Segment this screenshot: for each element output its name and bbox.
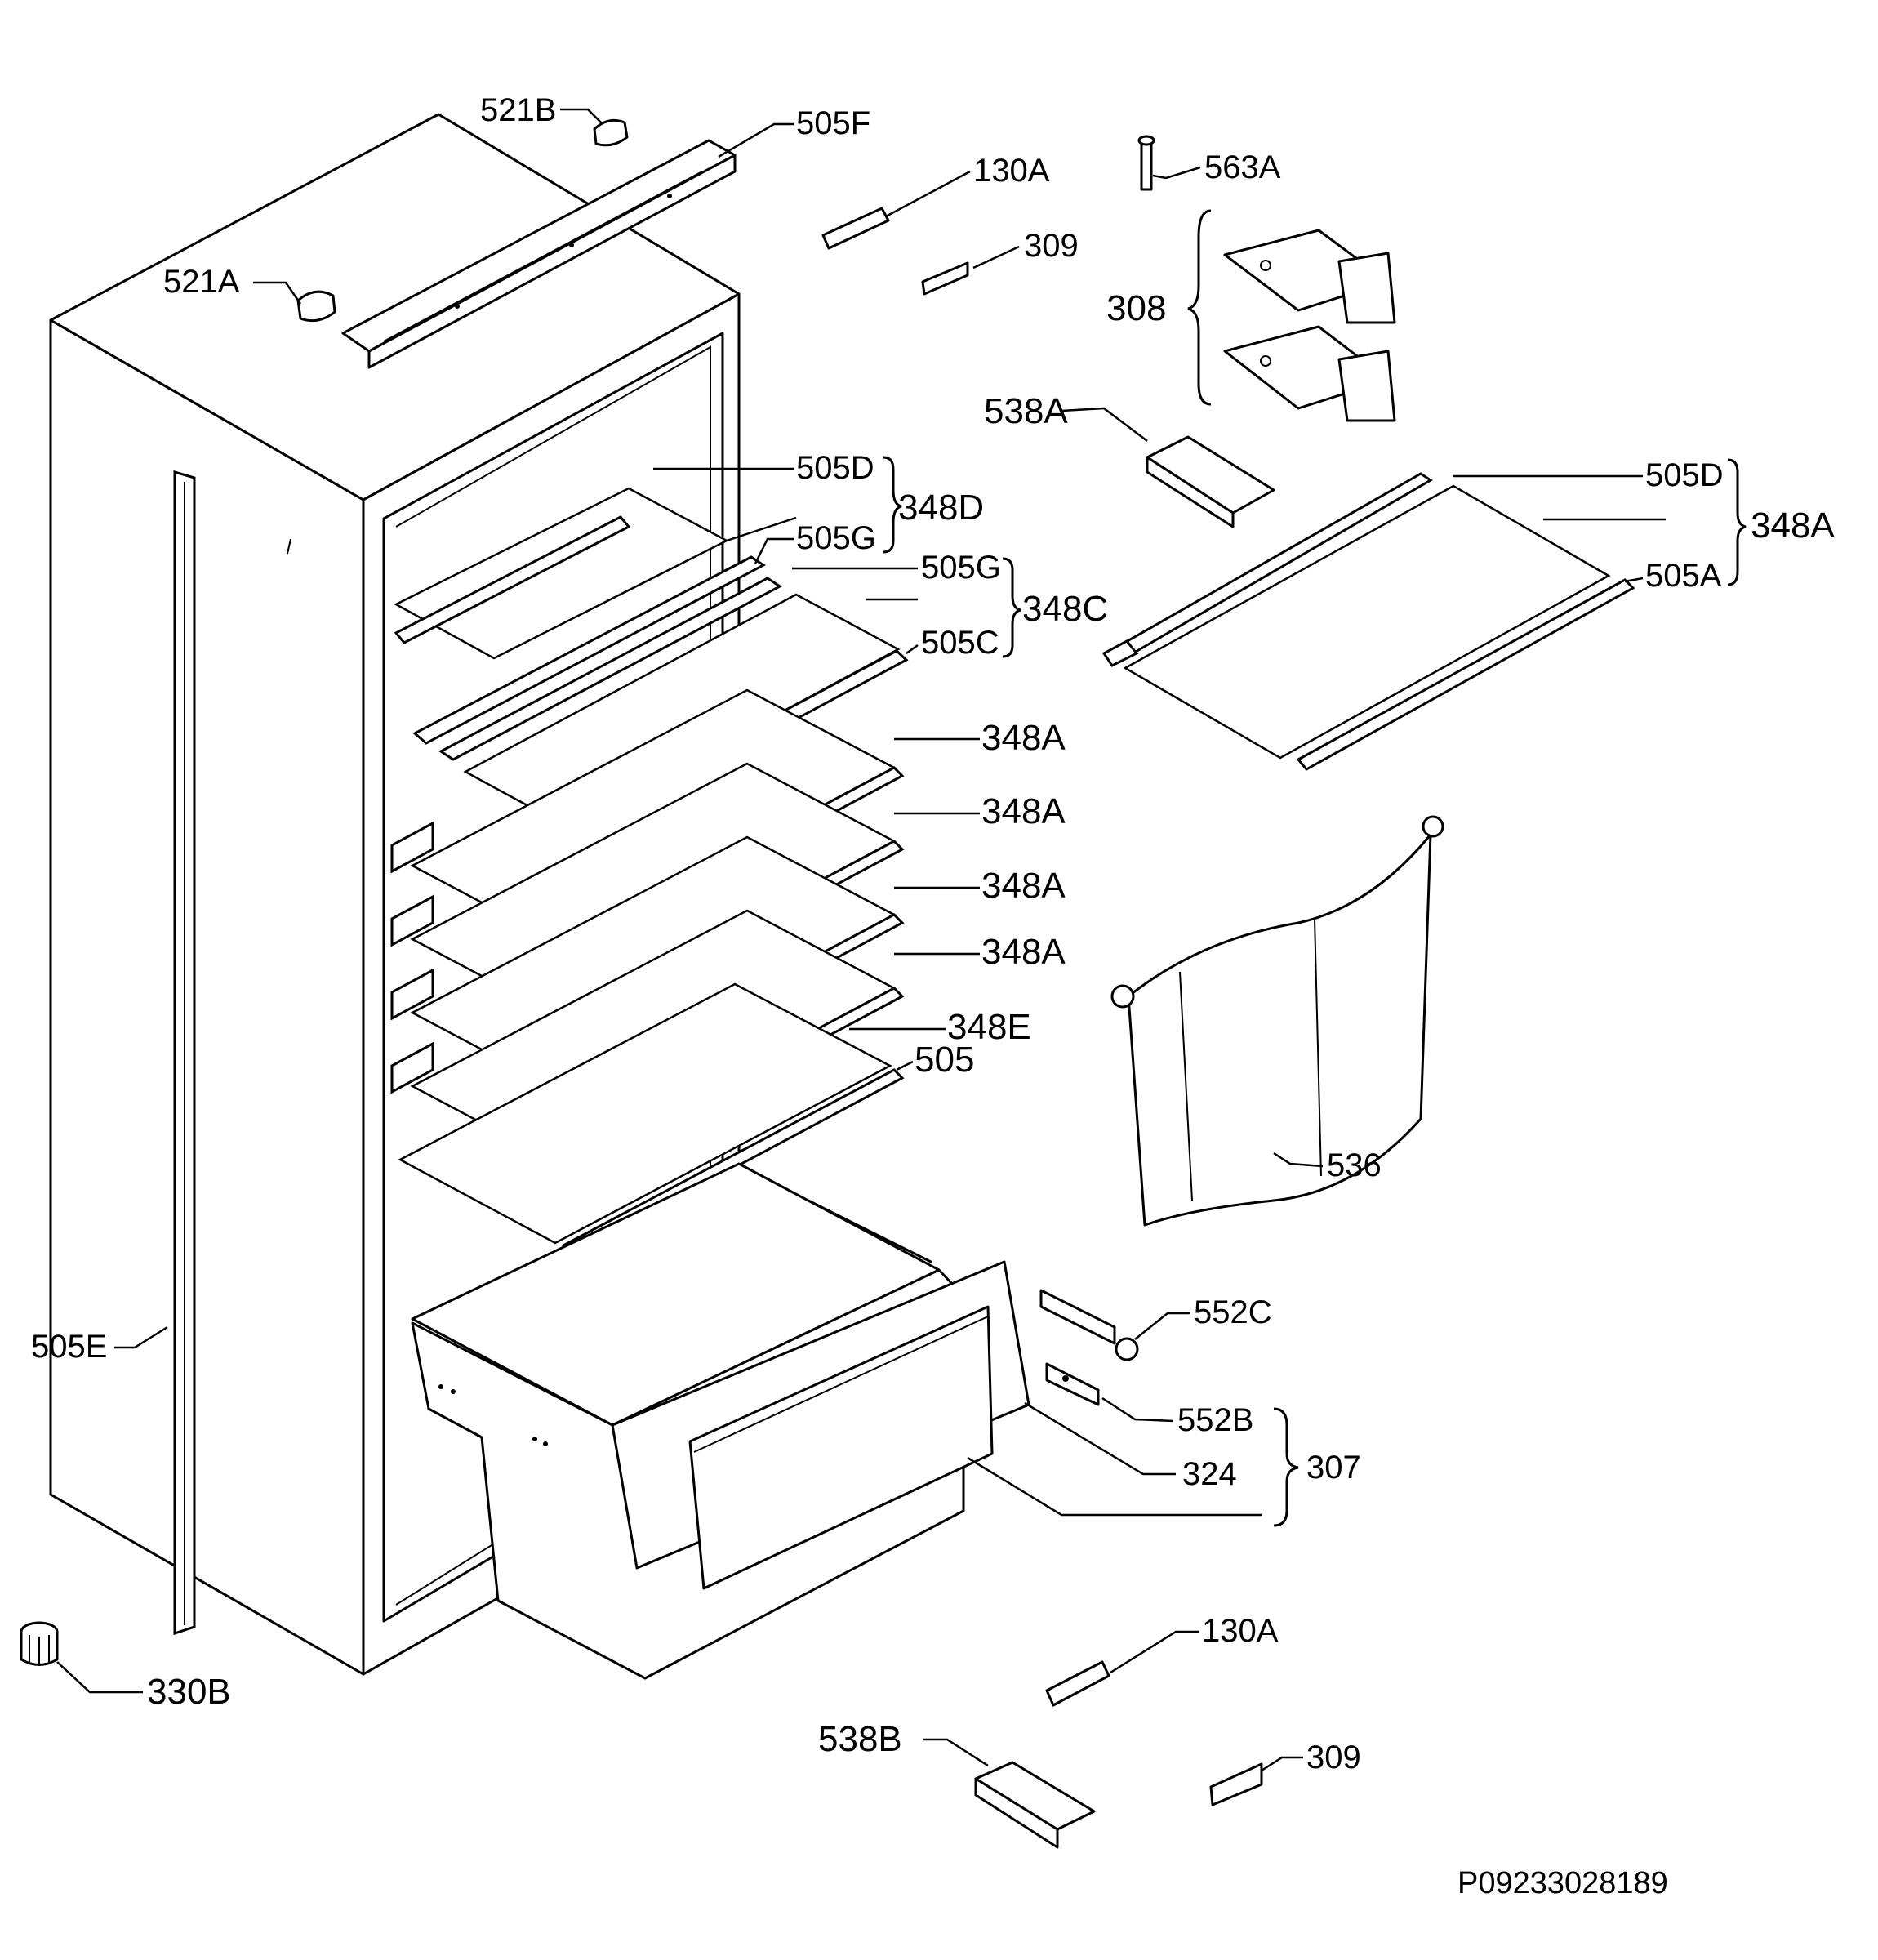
label-348A-4: 348A [981,932,1066,972]
label-505D-left: 505D [796,450,874,486]
label-308: 308 [1106,288,1166,328]
plate-309-top-icon [921,261,969,296]
label-330B: 330B [147,1672,231,1712]
label-309-bottom: 309 [1306,1740,1361,1775]
label-538B: 538B [818,1719,902,1759]
label-538A: 538A [984,391,1068,431]
diagram-reference-number: P09233028189 [1457,1866,1668,1900]
label-324: 324 [1182,1456,1237,1492]
label-505E: 505E [31,1329,107,1365]
label-505: 505 [915,1040,974,1080]
part-labels: 521B 505F 130A 563A 309 521A 308 538A 50… [31,92,1835,1900]
top-rail-505F [341,139,737,369]
spare-shelf-348A [1101,472,1635,771]
label-348A-3: 348A [981,866,1066,906]
runner-552C-icon [1039,1289,1139,1361]
interior-shelves [390,487,909,1256]
foot-330B-icon [20,1621,59,1666]
hinge-upper-icon [1223,229,1396,324]
hinge-block-538B-icon [974,1761,1096,1849]
label-130A-top: 130A [973,153,1050,189]
braces [883,209,1747,1527]
crisper-drawer [411,1162,1030,1680]
label-505C: 505C [921,625,999,661]
cap-521A-icon [296,290,336,323]
label-505A: 505A [1645,558,1722,594]
door-seal-505E [173,470,196,1636]
label-309-top: 309 [1024,228,1079,264]
label-521B: 521B [480,92,556,128]
label-130A-bottom: 130A [1202,1613,1279,1649]
label-505G-2: 505G [921,550,1001,586]
label-552B: 552B [1177,1402,1253,1438]
label-536: 536 [1327,1147,1382,1183]
door-shelf-536 [1110,815,1444,1227]
label-348A-1: 348A [981,718,1066,758]
label-348D: 348D [898,488,984,528]
label-348C: 348C [1022,589,1108,629]
hinge-lower-icon [1223,325,1396,422]
label-348A-2: 348A [981,791,1066,831]
pin-563A-icon [1137,135,1155,191]
label-521A: 521A [163,264,240,300]
label-307: 307 [1306,1450,1361,1486]
label-505F: 505F [796,105,870,141]
cap-521B-icon [593,118,629,147]
bracket-130A-top-icon [821,207,890,250]
runner-552B-icon [1045,1362,1100,1406]
label-563A: 563A [1204,149,1281,185]
leader-lines [56,108,1666,1772]
label-348E: 348E [947,1007,1031,1047]
label-505D-right: 505D [1645,457,1724,493]
label-505G-1: 505G [796,520,876,556]
hinge-block-538A-icon [1146,435,1275,528]
bracket-130A-bottom-icon [1045,1660,1110,1707]
plate-309-bottom-icon [1209,1762,1263,1806]
label-348A-right: 348A [1751,506,1835,546]
label-552C: 552C [1194,1294,1272,1330]
